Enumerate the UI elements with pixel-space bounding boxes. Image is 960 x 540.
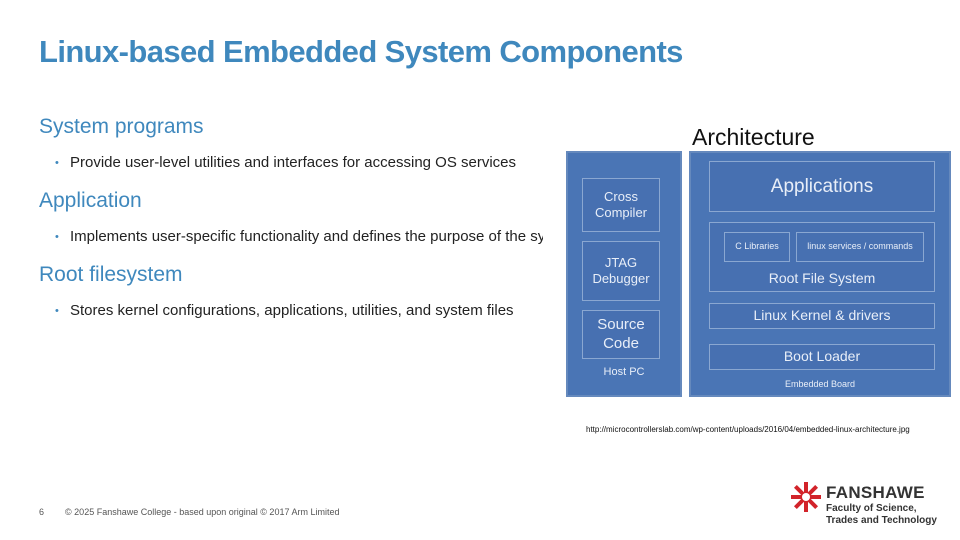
- embedded-board-label: Embedded Board: [784, 379, 856, 389]
- bullet-dot: •: [55, 231, 59, 243]
- section-heading-application: Application: [39, 189, 142, 212]
- bullet-root-filesystem: • Stores kernel configurations, applicat…: [39, 300, 543, 322]
- host-pc-panel: Cross Compiler JTAG Debugger Source Code…: [566, 151, 682, 397]
- logo-subtitle-line1: Faculty of Science,: [826, 503, 917, 514]
- root-file-system-label: Root File System: [768, 269, 876, 286]
- boot-loader-box: Boot Loader: [709, 344, 935, 370]
- page-number: 6: [39, 507, 45, 517]
- image-source-caption: http://microcontrollerslab.com/wp-conten…: [586, 425, 910, 434]
- linux-services-box: linux services / commands: [796, 232, 924, 262]
- fanshawe-logo: FANSHAWE Faculty of Science, Trades and …: [790, 481, 950, 529]
- bullet-text: Implements user-specific functionality a…: [70, 228, 543, 245]
- fanshawe-star-icon: [791, 482, 821, 512]
- logo-text: FANSHAWE Faculty of Science, Trades and …: [826, 483, 937, 527]
- bullet-application: • Implements user-specific functionality…: [39, 226, 543, 248]
- root-file-system-box: Root File System C Libraries linux servi…: [709, 222, 935, 292]
- bullet-text: Provide user-level utilities and interfa…: [70, 154, 517, 171]
- logo-name: FANSHAWE: [826, 483, 925, 502]
- content-area: System programs • Provide user-level uti…: [39, 112, 543, 342]
- slide-title: Linux-based Embedded System Components: [39, 34, 683, 69]
- logo-subtitle-line2: Trades and Technology: [826, 515, 937, 526]
- bullet-dot: •: [55, 157, 59, 169]
- footer: 6 © 2025 Fanshawe College - based upon o…: [39, 507, 339, 517]
- jtag-debugger-box: JTAG Debugger: [582, 241, 660, 301]
- architecture-title: Architecture: [692, 124, 815, 150]
- bullet-text: Stores kernel configurations, applicatio…: [70, 302, 514, 319]
- cross-compiler-box: Cross Compiler: [582, 178, 660, 232]
- host-pc-label: Host PC: [603, 366, 645, 378]
- c-libraries-box: C Libraries: [724, 232, 790, 262]
- copyright-text: © 2025 Fanshawe College - based upon ori…: [65, 507, 340, 517]
- embedded-board-panel: Applications Root File System C Librarie…: [689, 151, 951, 397]
- section-heading-root-filesystem: Root filesystem: [39, 263, 183, 286]
- applications-box: Applications: [709, 161, 935, 212]
- bullet-system-programs: • Provide user-level utilities and inter…: [39, 152, 543, 174]
- bullet-dot: •: [55, 305, 59, 317]
- source-code-box: Source Code: [582, 310, 660, 359]
- section-heading-system-programs: System programs: [39, 115, 204, 138]
- kernel-drivers-box: Linux Kernel & drivers: [709, 303, 935, 329]
